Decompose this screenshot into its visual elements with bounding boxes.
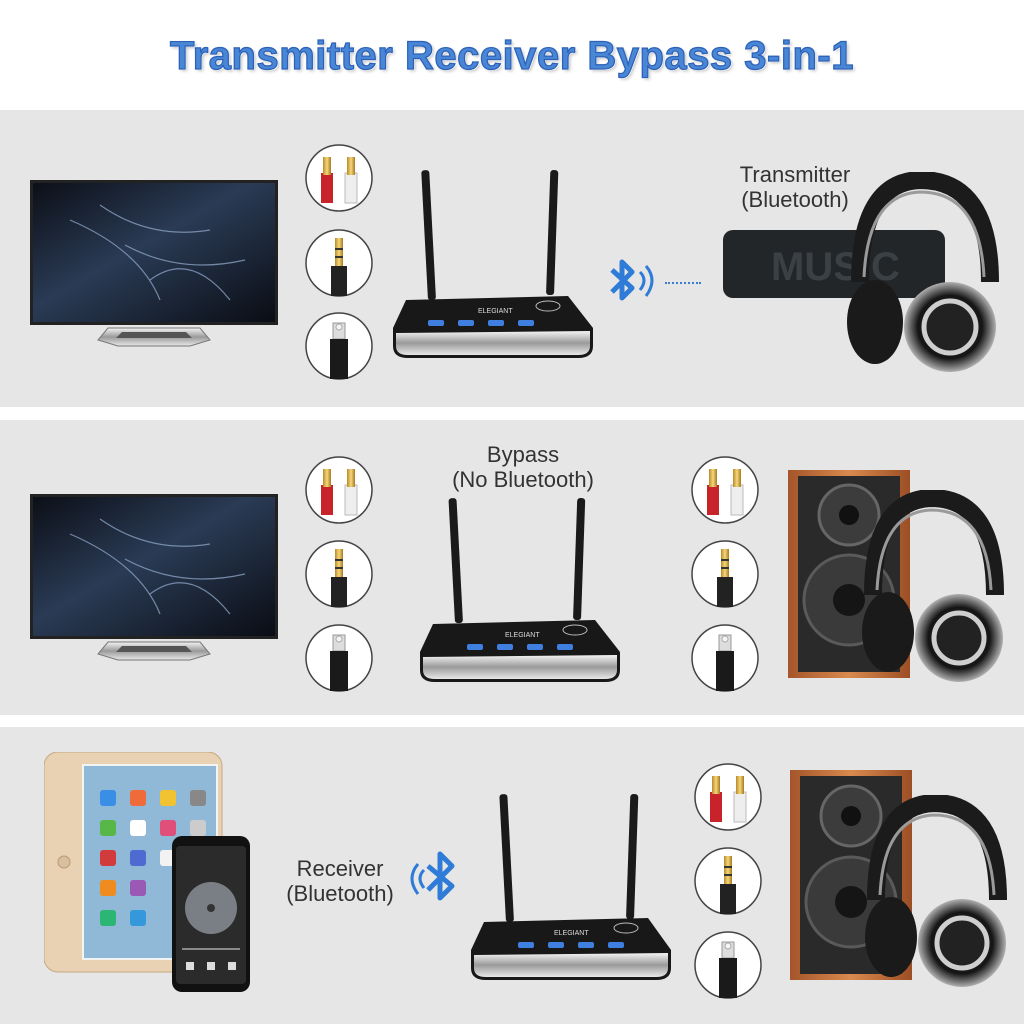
device-brand: ELEGIANT [554, 930, 589, 937]
aux-jack-icon [305, 229, 373, 297]
transceiver-device: ELEGIANT [471, 794, 671, 980]
phone-icon [172, 836, 250, 992]
optical-jack-icon [691, 624, 759, 692]
optical-jack-icon [305, 624, 373, 692]
headphones-icon [865, 795, 1007, 987]
device-brand: ELEGIANT [478, 308, 513, 315]
tablet-app-icons [100, 790, 206, 926]
aux-jack-icon [691, 540, 759, 608]
optical-jack-icon [694, 931, 762, 999]
page-title: Transmitter Receiver Bypass 3-in-1 [169, 33, 854, 78]
transceiver-device: ELEGIANT [393, 170, 593, 358]
mode-label-transmitter: Transmitter (Bluetooth) [739, 162, 851, 212]
tv-icon [30, 180, 278, 347]
rca-jack-icon [691, 456, 759, 524]
aux-jack-icon [694, 847, 762, 915]
tv-icon [30, 494, 278, 661]
signal-dots [665, 282, 701, 284]
transceiver-device: ELEGIANT [420, 498, 620, 682]
bluetooth-icon [410, 851, 455, 901]
headphones-icon [847, 172, 999, 372]
optical-jack-icon [305, 312, 373, 380]
headphones-icon [862, 490, 1004, 682]
rca-jack-icon [694, 763, 762, 831]
aux-jack-icon [305, 540, 373, 608]
mode-label-bypass: Bypass (No Bluetooth) [452, 442, 594, 492]
mode-label-receiver: Receiver (Bluetooth) [286, 856, 394, 906]
rca-jack-icon [305, 144, 373, 212]
rca-jack-icon [305, 456, 373, 524]
device-brand: ELEGIANT [505, 632, 540, 639]
bookshelf-speaker-icon [788, 470, 910, 678]
bluetooth-icon [610, 259, 654, 301]
